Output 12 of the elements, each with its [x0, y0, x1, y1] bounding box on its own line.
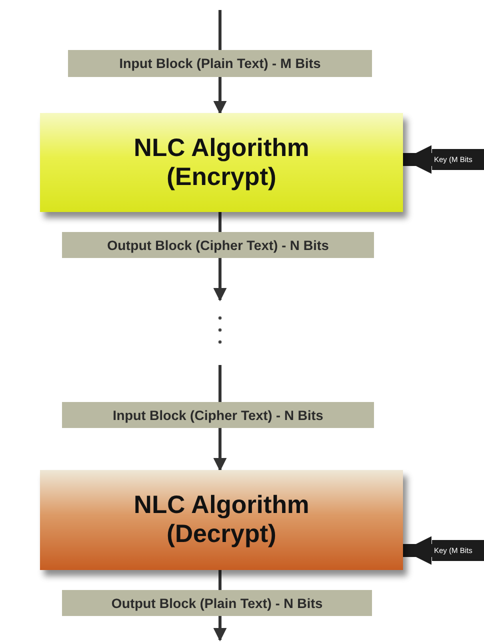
arrow [213, 77, 227, 114]
block-arrow [403, 536, 432, 565]
text-label: Input Block (Plain Text) - M Bits [68, 50, 372, 77]
arrow [213, 428, 227, 472]
arrow [213, 616, 227, 642]
block-arrow [403, 145, 432, 174]
process-box: NLC Algorithm (Decrypt) [40, 470, 403, 570]
text-label: Output Block (Plain Text) - N Bits [62, 590, 372, 616]
process-box: NLC Algorithm (Encrypt) [40, 113, 403, 212]
text-label: Input Block (Cipher Text) - N Bits [62, 402, 374, 428]
arrow [213, 258, 227, 302]
text-label: Output Block (Cipher Text) - N Bits [62, 232, 374, 258]
